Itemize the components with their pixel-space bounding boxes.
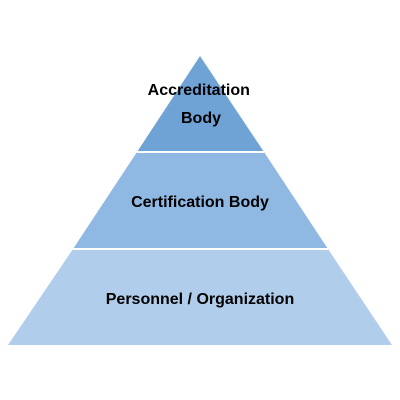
tier-top-label-line-2: Body — [181, 110, 221, 127]
tier-top-label-line-1: Accreditation — [148, 82, 250, 99]
tier-middle-label: Certification Body — [131, 194, 269, 211]
pyramid-tier-top — [137, 56, 264, 152]
pyramid-tier-bottom — [8, 249, 392, 345]
tier-top-label: Accreditation Body — [148, 82, 255, 127]
pyramid-tier-middle — [73, 152, 328, 249]
tier-bottom-label: Personnel / Organization — [106, 291, 294, 308]
